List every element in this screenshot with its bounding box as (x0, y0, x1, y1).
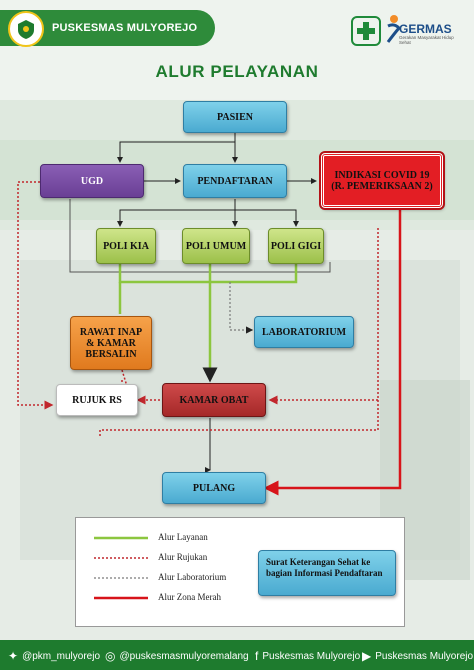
node-rawat-inap: RAWAT INAP & KAMAR BERSALIN (70, 316, 152, 370)
node-pendaftaran: PENDAFTARAN (183, 164, 287, 198)
legend-label-laboratorium: Alur Laboratorium (158, 572, 227, 582)
node-poli-kia: POLI KIA (96, 228, 156, 264)
malang-logo-icon (8, 11, 44, 47)
germas-tagline: Gerakan Masyarakat Hidup Sehat (399, 35, 454, 45)
header: PUSKESMAS MULYOREJO GERMAS Gerakan Masya… (0, 0, 474, 62)
node-poli-umum: POLI UMUM (182, 228, 250, 264)
facebook-handle: Puskesmas Mulyorejo (262, 650, 361, 662)
page-title: ALUR PELAYANAN (155, 62, 319, 81)
footer-twitter[interactable]: ✦ @pkm_mulyorejo (8, 649, 100, 663)
footer: ✦ @pkm_mulyorejo ◎ @puskesmasmulyoremala… (0, 640, 474, 670)
node-laboratorium: LABORATORIUM (254, 316, 354, 348)
germas-label: GERMAS (399, 22, 452, 36)
node-indikasi-covid: INDIKASI COVID 19 (R. PEMERIKSAAN 2) (319, 151, 445, 210)
youtube-icon: ▶ (362, 649, 372, 663)
brand-name: PUSKESMAS MULYOREJO (52, 22, 198, 34)
youtube-handle: Puskesmas Mulyorejo (375, 650, 474, 662)
legend-label-zona-merah: Alur Zona Merah (158, 592, 221, 602)
instagram-handle: @puskesmasmulyoremalang (119, 650, 249, 662)
footer-youtube[interactable]: ▶ Puskesmas Mulyorejo (362, 649, 473, 663)
footer-instagram[interactable]: ◎ @puskesmasmulyoremalang (105, 649, 249, 663)
node-ugd: UGD (40, 164, 144, 198)
legend-label-rujukan: Alur Rujukan (158, 552, 208, 562)
footer-facebook[interactable]: f Puskesmas Mulyorejo (255, 649, 360, 663)
twitter-handle: @pkm_mulyorejo (22, 650, 101, 662)
germas-logo-icon (386, 15, 401, 43)
node-pulang: PULANG (162, 472, 266, 504)
twitter-icon: ✦ (8, 649, 19, 663)
legend-label-layanan: Alur Layanan (158, 532, 208, 542)
node-poli-gigi: POLI GIGI (268, 228, 324, 264)
node-kamar-obat: KAMAR OBAT (162, 383, 266, 417)
node-pasien: PASIEN (183, 101, 287, 133)
facebook-icon: f (255, 649, 259, 663)
node-rujuk-rs: RUJUK RS (56, 384, 138, 416)
kemkes-logo-icon (351, 16, 381, 46)
legend-swatches (94, 536, 148, 600)
instagram-icon: ◎ (105, 649, 116, 663)
note-surat-keterangan: Surat Keterangan Sehat ke bagian Informa… (258, 550, 396, 596)
